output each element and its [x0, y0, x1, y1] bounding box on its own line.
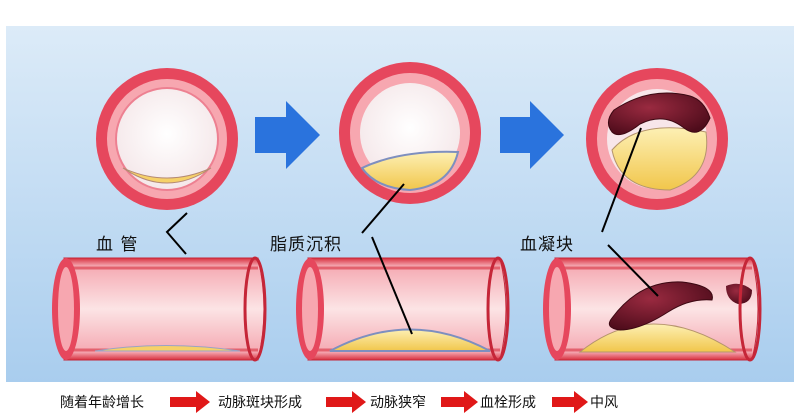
leader-line-clot-bottom	[607, 244, 659, 297]
progression-step-stroke: 中风	[590, 395, 618, 411]
label-blood-clot: 血凝块	[520, 235, 574, 255]
label-vessel: 血 管	[96, 235, 139, 255]
red-right-arrow-icon	[170, 391, 210, 413]
blood-clot	[608, 92, 711, 136]
leader-line-plaque-top	[361, 183, 405, 234]
cross-section-clot	[586, 68, 728, 210]
plaque-deposit	[360, 150, 460, 192]
progression-step-thrombosis: 血栓形成	[480, 395, 536, 411]
cross-section-healthy	[96, 68, 238, 210]
blood-clot	[608, 281, 713, 331]
label-lipid-deposit: 脂质沉积	[270, 235, 342, 255]
red-right-arrow-icon	[441, 391, 478, 413]
progression-caption: 随着年龄增长 动脉斑块形成 动脉狭窄 血栓形成 中风	[0, 388, 798, 414]
blue-right-arrow-icon	[500, 101, 564, 169]
thin-plaque	[122, 167, 212, 184]
leader-line-clot-top	[601, 127, 642, 233]
leader-line-plaque-bottom	[371, 236, 413, 335]
leader-line-vessel	[165, 212, 188, 255]
red-right-arrow-icon	[326, 391, 366, 413]
longitudinal-plaque	[296, 256, 510, 362]
progression-step-aging: 随着年龄增长	[60, 395, 144, 411]
progression-step-plaque: 动脉斑块形成	[218, 395, 302, 411]
longitudinal-healthy	[52, 256, 267, 362]
longitudinal-clot	[543, 256, 762, 362]
red-right-arrow-icon	[552, 391, 588, 413]
blue-right-arrow-icon	[255, 101, 320, 169]
progression-step-narrowing: 动脉狭窄	[370, 395, 426, 411]
cross-section-plaque	[339, 62, 481, 204]
